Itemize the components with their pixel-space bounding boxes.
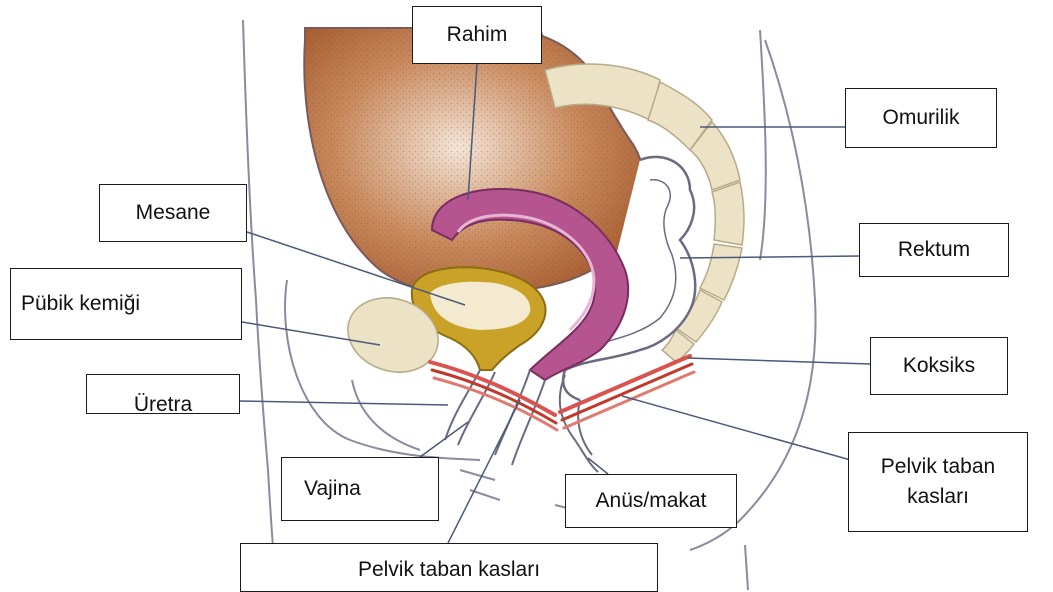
label-pelvik-taban-kaslari-bottom: Pelvik taban kasları [240, 543, 658, 592]
label-mesane-text: Mesane [136, 201, 211, 225]
label-anus-makat-text: Anüs/makat [596, 489, 707, 513]
label-uretra: Üretra [86, 374, 240, 414]
leader-koksiks [688, 358, 870, 364]
label-rektum: Rektum [859, 223, 1009, 277]
label-rahim-text: Rahim [447, 23, 508, 47]
label-koksiks-text: Koksiks [903, 354, 975, 378]
label-mesane: Mesane [99, 184, 247, 242]
label-vajina-text: Vajina [304, 477, 361, 501]
label-pelvik-taban-kaslari-right: Pelvik taban kasları [848, 432, 1028, 532]
label-vajina: Vajina [281, 457, 439, 521]
leader-uretra [240, 401, 448, 405]
label-pelvik-taban-kaslari-bottom-text: Pelvik taban kasları [358, 558, 540, 582]
label-pubik-kemigi: Pübik kemiği [10, 268, 242, 340]
label-rektum-text: Rektum [898, 238, 970, 262]
leader-rektum [680, 256, 859, 258]
label-koksiks: Koksiks [870, 337, 1008, 395]
label-pelvik-taban-kaslari-right-line1: Pelvik taban [881, 455, 995, 479]
leader-pelvik-right [622, 396, 872, 466]
leader-pelvik-bottom [448, 400, 520, 543]
label-pelvik-taban-kaslari-right-line2: kasları [907, 485, 969, 509]
label-rahim: Rahim [412, 6, 542, 64]
label-pubik-kemigi-text: Pübik kemiği [21, 292, 140, 316]
label-uretra-text: Üretra [134, 393, 192, 414]
label-omurilik-text: Omurilik [883, 106, 960, 130]
label-omurilik: Omurilik [845, 88, 997, 148]
label-anus-makat: Anüs/makat [565, 474, 737, 528]
